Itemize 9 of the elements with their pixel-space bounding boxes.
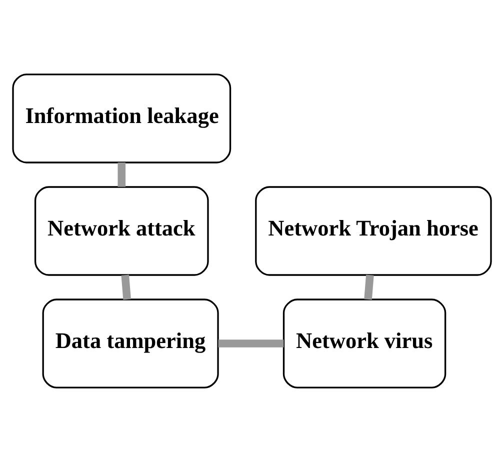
node-box: Network attack: [34, 186, 209, 276]
connector: [218, 339, 284, 347]
node-box: Network Trojan horse: [255, 186, 492, 276]
node-box: Data tampering: [42, 298, 219, 388]
connector: [118, 162, 126, 186]
node-box: Network virus: [282, 298, 446, 388]
connector: [121, 274, 131, 300]
connector: [364, 274, 374, 300]
node-box: Information leakage: [12, 73, 232, 163]
